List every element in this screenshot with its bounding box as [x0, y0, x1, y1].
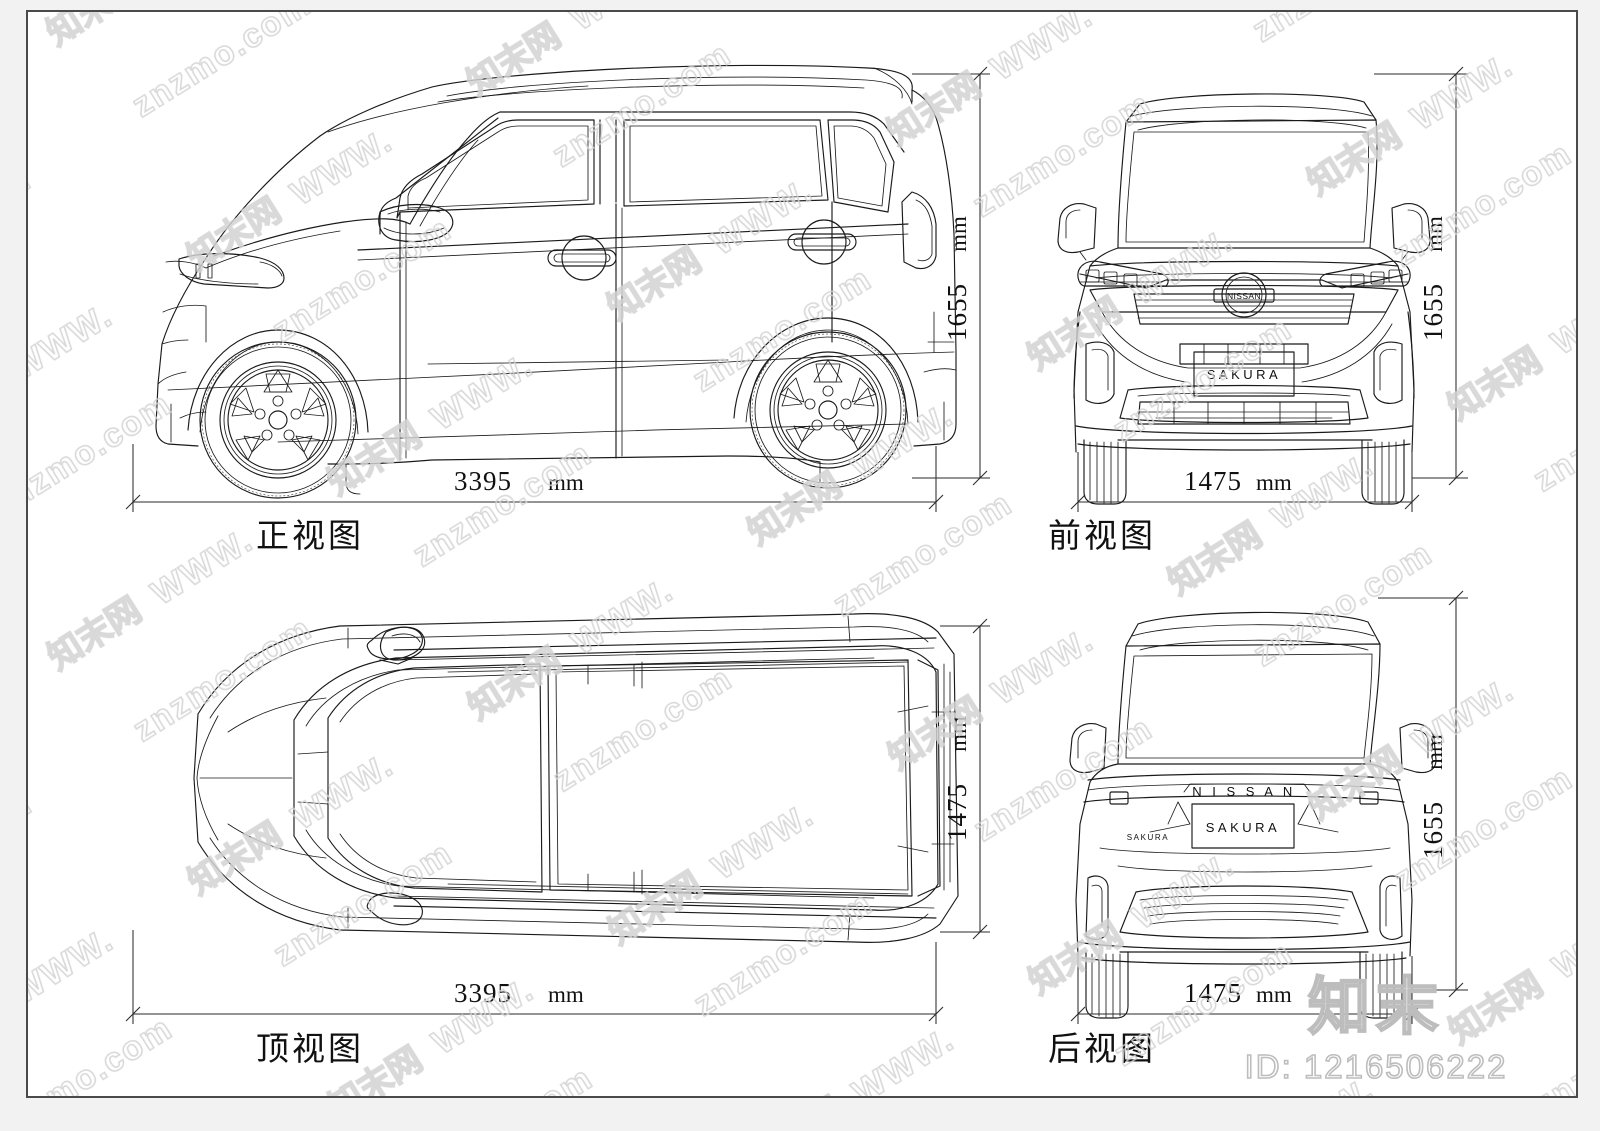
watermark-id-text: ID: 1216506222 — [1245, 1048, 1508, 1085]
watermark-logo: 知末 ID: 1216506222 — [1244, 969, 1508, 1086]
drawing-frame: 知末网 WWW. znzmo.com — [26, 10, 1578, 1098]
watermark-layer — [28, 12, 1576, 1096]
watermark-logo-text: 知末 — [1308, 970, 1444, 1043]
blueprint-canvas: 知末网 WWW. znzmo.com — [28, 12, 1576, 1096]
